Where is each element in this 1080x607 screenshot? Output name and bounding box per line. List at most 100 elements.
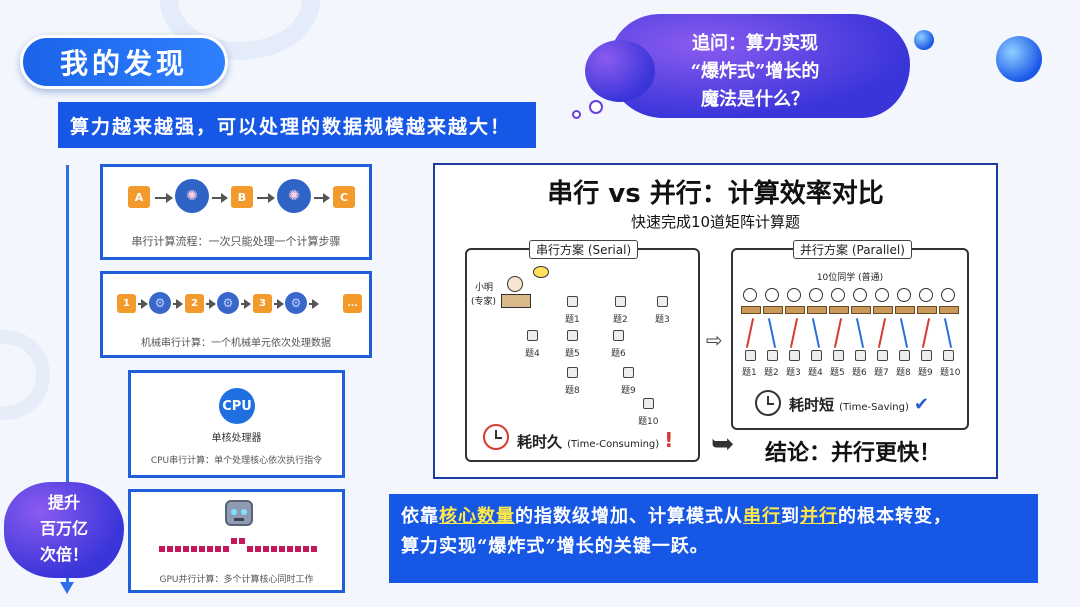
serial-warning-mark: ! bbox=[664, 428, 674, 452]
question-cloud bbox=[610, 14, 910, 118]
question-label: 题2 bbox=[613, 315, 628, 325]
question-box bbox=[623, 367, 634, 378]
gpu-core-block bbox=[167, 546, 173, 552]
cpu-chip-label: CPU bbox=[222, 398, 252, 414]
clock-icon bbox=[483, 424, 509, 450]
serial-time-label-en: (Time-Consuming) bbox=[567, 439, 660, 450]
student-icon bbox=[743, 288, 757, 302]
diagram-subtitle: 快速完成10道矩阵计算题 bbox=[630, 213, 801, 231]
arrow-icon bbox=[138, 299, 148, 309]
brain-icon: ✺ bbox=[277, 179, 311, 213]
gpu-core-block bbox=[295, 546, 301, 552]
diagram-conclusion: 结论：并行更快！ bbox=[765, 441, 942, 466]
gpu-core-block bbox=[159, 546, 165, 552]
question-box bbox=[745, 350, 756, 361]
mechanical-panel: 1 ⚙ 2 ⚙ 3 ⚙ ... 机械串行计算：一个机械单元依次处理数据 bbox=[100, 271, 372, 358]
question-cloud-text: 追问：算力实现 “爆炸式”增长的 魔法是什么？ bbox=[630, 30, 880, 114]
parallel-label: 并行方案 (Parallel) bbox=[793, 240, 912, 259]
desk-icon bbox=[917, 306, 937, 314]
gpu-core-block bbox=[215, 546, 221, 552]
question-box bbox=[921, 350, 932, 361]
question-box bbox=[899, 350, 910, 361]
summary-part: 的指数级增加、计算模式从 bbox=[515, 506, 743, 527]
gear-icon: ⚙ bbox=[149, 292, 171, 314]
question-label: 题10 bbox=[638, 417, 659, 427]
parallel-time-text: 耗时短 (Time-Saving) ✔ bbox=[789, 394, 929, 415]
summary-keyword-serial: 串行 bbox=[743, 506, 781, 527]
gpu-core-block bbox=[287, 546, 293, 552]
gpu-core-block bbox=[247, 546, 253, 552]
student-icon bbox=[941, 288, 955, 302]
question-box bbox=[833, 350, 844, 361]
page-title: 我的发现 bbox=[59, 47, 188, 80]
question-cloud-puff bbox=[585, 40, 655, 102]
question-label: 题7 bbox=[874, 368, 889, 378]
question-box bbox=[855, 350, 866, 361]
student-row bbox=[741, 288, 963, 328]
student-icon bbox=[831, 288, 845, 302]
gpu-core-block bbox=[183, 546, 189, 552]
summary-box: 依靠核心数量的指数级增加、计算模式从串行到并行的根本转变， 算力实现“爆炸式”增… bbox=[389, 494, 1038, 583]
gpu-core-block bbox=[223, 546, 229, 552]
summary-part: 依靠 bbox=[401, 506, 439, 527]
gear-icon: ⚙ bbox=[285, 292, 307, 314]
gpu-core-block bbox=[239, 538, 245, 544]
clock-icon bbox=[755, 390, 781, 416]
question-box bbox=[811, 350, 822, 361]
question-label: 题3 bbox=[786, 368, 801, 378]
cpu-panel: CPU 单核处理器 CPU串行计算：单个处理核心依次执行指令 bbox=[128, 370, 345, 478]
timeline-arrow-icon bbox=[60, 582, 74, 594]
decorative-ring bbox=[0, 330, 50, 420]
cpu-name: 单核处理器 bbox=[211, 433, 262, 444]
question-box bbox=[877, 350, 888, 361]
check-mark-icon: ✔ bbox=[913, 394, 930, 415]
question-box bbox=[527, 330, 538, 341]
node-a: A bbox=[128, 186, 150, 208]
arrow-icon bbox=[309, 299, 319, 309]
question-label: 题8 bbox=[565, 386, 580, 396]
question-line-3: 魔法是什么？ bbox=[701, 89, 809, 110]
gpu-core-block bbox=[303, 546, 309, 552]
serial-vs-parallel-diagram: 串行 vs 并行：计算效率对比 快速完成10道矩阵计算题 串行方案 (Seria… bbox=[433, 163, 998, 479]
question-line-2: “爆炸式”增长的 bbox=[690, 61, 820, 82]
gpu-core-row bbox=[159, 538, 319, 556]
student-icon bbox=[787, 288, 801, 302]
gpu-core-block bbox=[199, 546, 205, 552]
gpu-core-block bbox=[255, 546, 261, 552]
question-box bbox=[643, 398, 654, 409]
diagram-title: 串行 vs 并行：计算效率对比 bbox=[547, 179, 884, 209]
gpu-core-block bbox=[263, 546, 269, 552]
serial-flow-caption: 串行计算流程：一次只能处理一个计算步骤 bbox=[131, 235, 341, 248]
question-label: 题8 bbox=[896, 368, 911, 378]
question-box bbox=[567, 367, 578, 378]
desk-icon bbox=[501, 294, 531, 308]
question-box bbox=[615, 296, 626, 307]
gpu-core-block bbox=[231, 538, 237, 544]
thought-bubble bbox=[572, 110, 581, 119]
summary-line-2: 算力实现“爆炸式”增长的关键一跃。 bbox=[401, 536, 709, 557]
timeline-line bbox=[66, 165, 69, 585]
finding-banner: 算力越来越强，可以处理的数据规模越来越大！ bbox=[58, 102, 536, 148]
hollow-arrow-icon: ⇨ bbox=[706, 328, 723, 352]
gpu-caption: GPU并行计算：多个计算核心同时工作 bbox=[159, 575, 314, 585]
question-line-1: 追问：算力实现 bbox=[692, 33, 818, 54]
serial-section: 串行方案 (Serial) 小明 (专家) 题1 题2 题3 题4 题5 题6 … bbox=[465, 240, 700, 462]
question-label: 题4 bbox=[525, 349, 540, 359]
arrow-icon bbox=[314, 193, 330, 203]
summary-keyword-parallel: 并行 bbox=[800, 506, 838, 527]
student-icon bbox=[809, 288, 823, 302]
parallel-time-label: 耗时短 bbox=[789, 396, 835, 414]
question-label: 题6 bbox=[611, 349, 626, 359]
banner-text: 算力越来越强，可以处理的数据规模越来越大！ bbox=[70, 115, 512, 138]
node-more: ... bbox=[343, 294, 362, 313]
question-label: 题5 bbox=[565, 349, 580, 359]
curved-arrow-icon: ➥ bbox=[711, 427, 735, 460]
arrow-icon bbox=[212, 193, 228, 203]
desk-icon bbox=[851, 306, 871, 314]
serial-flow-panel: A ✺ B ✺ C 串行计算流程：一次只能处理一个计算步骤 bbox=[100, 164, 372, 260]
mechanical-caption: 机械串行计算：一个机械单元依次处理数据 bbox=[141, 338, 331, 349]
arrow-icon bbox=[241, 299, 251, 309]
gpu-core-block bbox=[191, 546, 197, 552]
student-icon bbox=[853, 288, 867, 302]
